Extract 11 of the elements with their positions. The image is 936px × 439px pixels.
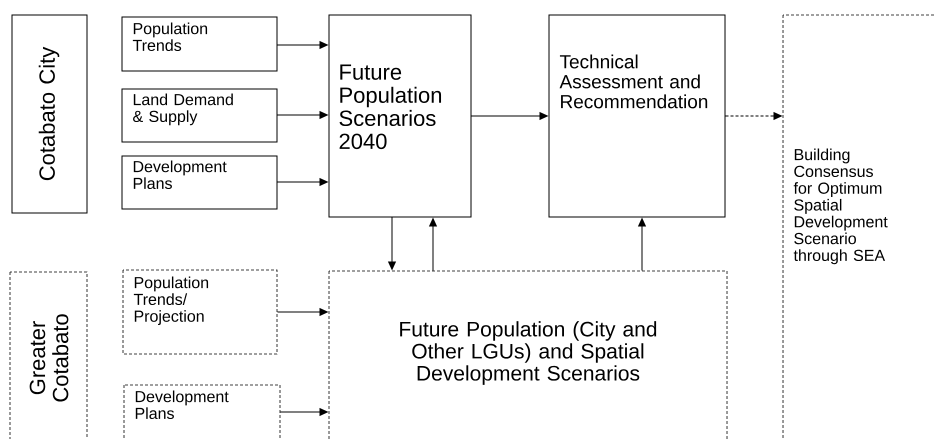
process-box: Technical Assessment and Recommendation bbox=[548, 14, 726, 218]
input-box: Population Trends bbox=[122, 16, 278, 72]
region-label-box: Greater Cotabato bbox=[10, 272, 88, 439]
process-box: Future Population (City and Other LGUs) and Spatial Development Scenarios bbox=[328, 270, 728, 439]
input-box: Development Plans bbox=[122, 156, 278, 210]
outcome-box: Building Consensus for Optimum Spatial Development Scenario through SEA bbox=[782, 14, 936, 439]
input-box: Population Trends/ Projection bbox=[122, 270, 278, 354]
region-label-box: Cotabato City bbox=[12, 14, 88, 214]
input-box: Development Plans bbox=[124, 384, 280, 439]
process-box: Future Population Scenarios 2040 bbox=[328, 14, 472, 218]
input-box: Land Demand & Supply bbox=[122, 88, 278, 142]
